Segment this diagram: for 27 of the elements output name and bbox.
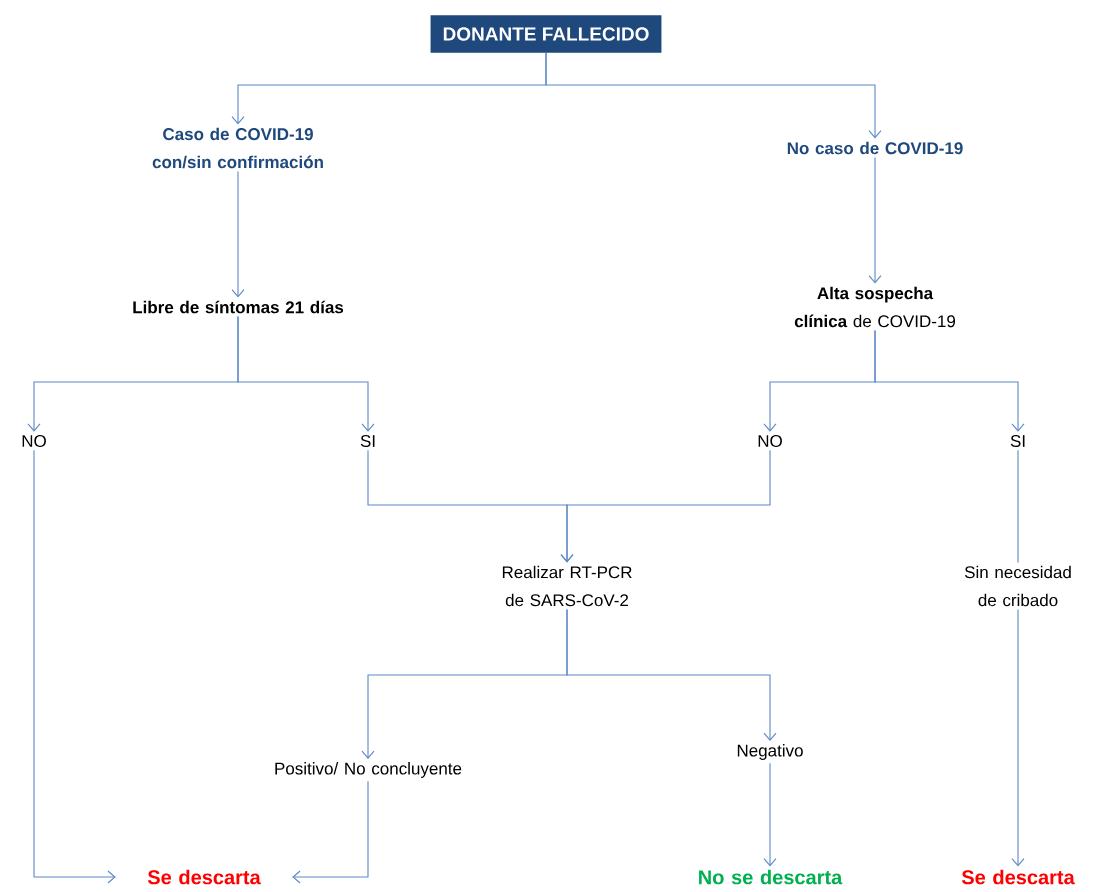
arrow <box>1011 608 1025 867</box>
step-label: Sin necesidad de cribado <box>964 565 1071 607</box>
arrow <box>231 171 245 298</box>
condition-label: Libre de síntomas 21 días <box>133 300 344 314</box>
outcome-label: Se descarta <box>961 869 1075 885</box>
step-label: NO <box>22 435 46 448</box>
step-label: NO <box>758 435 782 448</box>
outcome-label: Se descarta <box>147 869 261 885</box>
arrow <box>566 608 777 741</box>
arrow <box>545 52 882 139</box>
arrow <box>874 329 1025 432</box>
case-label: No caso de COVID-19 <box>787 141 963 155</box>
step-label: SI <box>1010 435 1025 448</box>
arrow <box>237 315 375 432</box>
step-label: Realizar RT-PCR de SARS-CoV-2 <box>502 565 632 607</box>
outcome-label: No se descarta <box>699 869 843 885</box>
arrow <box>868 156 882 284</box>
step-label: SI <box>360 435 375 448</box>
arrow <box>33 449 116 884</box>
step-label: Positivo/ No concluyente <box>275 762 462 778</box>
arrow <box>560 449 771 563</box>
step-label: Negativo <box>737 744 803 760</box>
case-label: Caso de COVID-19 con/sin confirmación <box>152 127 323 169</box>
title-box: DONANTE FALLECIDO <box>430 15 662 53</box>
step-label: Alta sospecha clínica de COVID-19 <box>794 286 956 328</box>
arrow <box>763 762 777 867</box>
arrow <box>292 780 369 884</box>
